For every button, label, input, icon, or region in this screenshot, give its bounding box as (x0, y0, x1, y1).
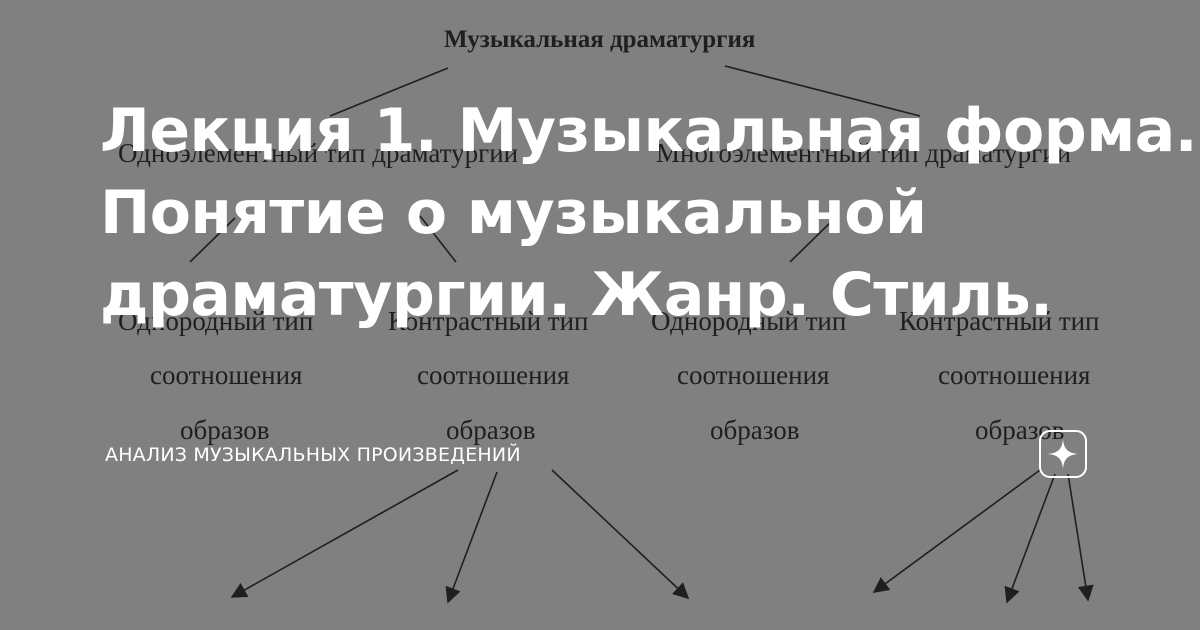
diagram-leaf-2-line3: образов (446, 415, 536, 445)
arrow-down-6 (1067, 473, 1094, 602)
article-title-line-2: Понятие о музыкальной (100, 178, 927, 248)
diagram-leaf-1-line1: Однородный тип (118, 306, 314, 336)
diagram-title: Музыкальная драматургия (444, 26, 756, 53)
diagram-leaf-2-line2: соотношения (417, 360, 570, 390)
arrow-down-1 (230, 469, 459, 598)
article-title-line-3: драматургии. Жанр. Стиль. (100, 260, 1053, 330)
channel-category[interactable]: АНАЛИЗ МУЗЫКАЛЬНЫХ ПРОИЗВЕДЕНИЙ (105, 444, 521, 466)
diagram-branch-right: Многоэлементный тип драматургии (656, 138, 1072, 168)
arrow-right-homogeneous (789, 217, 836, 263)
diagram-leaf-4-line2: соотношения (938, 360, 1091, 390)
diagram-leaf-3-line2: соотношения (677, 360, 830, 390)
diagram-leaf-2-line1: Контрастный тип (388, 306, 589, 336)
diagram-leaf-1-line3: образов (180, 415, 270, 445)
diagram-leaf-3-line1: Однородный тип (651, 306, 847, 336)
zen-star-icon[interactable] (1039, 430, 1087, 478)
diagram-leaf-1-line2: соотношения (150, 360, 303, 390)
arrow-down-5 (1004, 473, 1056, 604)
arrow-down-4 (872, 469, 1041, 593)
diagram-branch-left: Одноэлементный тип драматургии (118, 138, 519, 168)
diagram-leaf-3-line3: образов (710, 415, 800, 445)
arrow-left-contrast (419, 215, 457, 263)
arrow-left-homogeneous (189, 217, 236, 263)
arrow-title-left (329, 67, 449, 117)
article-title-line-1: Лекция 1. Музыкальная форма. (100, 96, 1198, 166)
article-title[interactable]: Лекция 1. Музыкальная форма. Понятие о м… (100, 90, 1198, 336)
arrow-down-3 (551, 469, 690, 600)
diagram-leaf-4-line1: Контрастный тип (899, 306, 1100, 336)
arrow-title-right (724, 65, 921, 117)
arrow-down-2 (445, 471, 498, 604)
